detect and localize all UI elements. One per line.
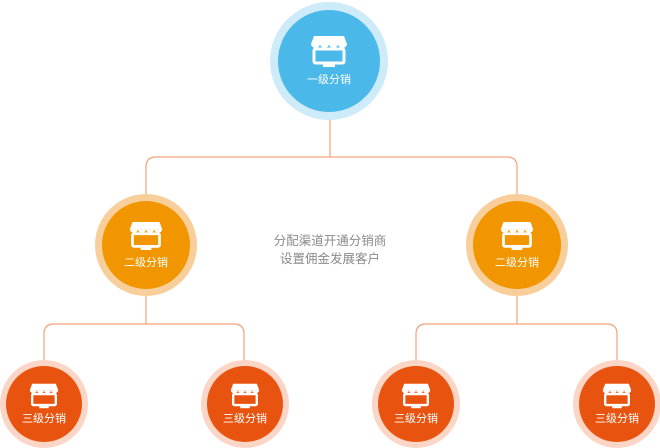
level3-circle-4: 三级分销: [579, 366, 655, 442]
level1-label: 一级分销: [307, 73, 351, 86]
storefront-icon: [400, 383, 432, 409]
level2-circle-left: 二级分销: [102, 201, 190, 289]
level3-label-2: 三级分销: [223, 411, 267, 425]
level2-node-left: 二级分销: [95, 194, 197, 296]
level3-label-4: 三级分销: [595, 411, 639, 425]
level2-node-right: 二级分销: [466, 194, 568, 296]
level3-circle-2: 三级分销: [207, 366, 283, 442]
level3-label-3: 三级分销: [394, 411, 438, 425]
connector-left-to-level3: [43, 296, 245, 360]
caption-line-1: 分配渠道开通分销商: [273, 233, 387, 248]
level3-node-1: 三级分销: [0, 360, 88, 448]
level2-circle-right: 二级分销: [473, 201, 561, 289]
caption-line-2: 设置佣金发展客户: [279, 251, 380, 266]
connector-level1-to-level2: [145, 120, 518, 194]
level3-node-4: 三级分销: [573, 360, 660, 448]
level3-label-1: 三级分销: [22, 411, 66, 425]
level2-label-left: 二级分销: [124, 255, 168, 269]
caption: 分配渠道开通分销商 设置佣金发展客户: [220, 232, 440, 268]
level3-circle-1: 三级分销: [6, 366, 82, 442]
storefront-icon: [601, 383, 633, 409]
level3-node-2: 三级分销: [201, 360, 289, 448]
storefront-icon: [229, 383, 261, 409]
level1-circle: 一级分销: [278, 10, 380, 112]
level1-node: 一级分销: [270, 2, 388, 120]
level2-label-right: 二级分销: [495, 255, 539, 269]
storefront-icon: [309, 35, 349, 68]
storefront-icon: [128, 221, 164, 251]
level3-node-3: 三级分销: [372, 360, 460, 448]
level3-circle-3: 三级分销: [378, 366, 454, 442]
storefront-icon: [499, 221, 535, 251]
connector-right-to-level3: [415, 296, 618, 360]
storefront-icon: [28, 383, 60, 409]
